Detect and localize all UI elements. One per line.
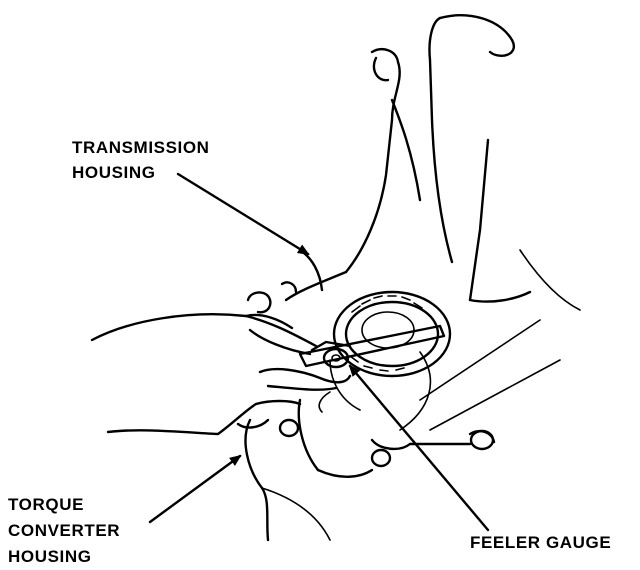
transmission-housing-label-line-1: TRANSMISSION xyxy=(72,138,210,157)
torque-converter-housing-label: TORQUE CONVERTER HOUSING xyxy=(8,492,120,570)
torque-converter-housing-label-line-2: CONVERTER xyxy=(8,521,121,540)
torque-converter-housing-label-line-3: HOUSING xyxy=(8,547,92,566)
torque-converter-housing-drawing xyxy=(244,398,496,542)
transmission-housing-label-line-2: HOUSING xyxy=(72,163,156,182)
flywheel-gear-drawing xyxy=(329,290,452,431)
transmission-housing-drawing xyxy=(246,14,581,431)
feeler-gauge-drawing xyxy=(298,324,446,369)
torque-converter-housing-arrow xyxy=(148,454,242,524)
torque-converter-housing-label-line-1: TORQUE xyxy=(8,495,85,514)
feeler-gauge-arrow xyxy=(348,364,490,532)
transmission-housing-label: TRANSMISSION HOUSING xyxy=(72,135,210,185)
feeler-gauge-label: FEELER GAUGE xyxy=(470,533,612,552)
transmission-housing-arrow xyxy=(176,172,310,256)
hands-drawing xyxy=(90,313,352,436)
